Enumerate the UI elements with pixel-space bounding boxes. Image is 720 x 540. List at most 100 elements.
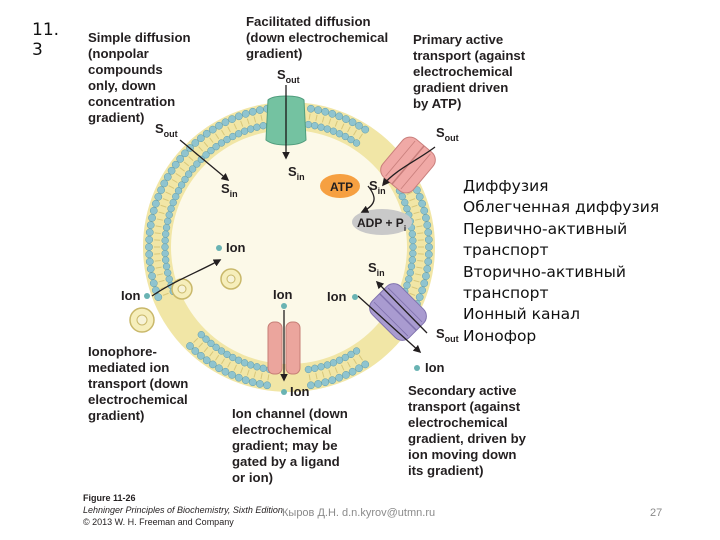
s-out-secondary: Sout [436, 326, 459, 344]
s-in-primary: Sin [369, 178, 386, 196]
lipid-head [253, 123, 261, 131]
ion-channel-protein [267, 321, 301, 375]
lipid-head [335, 112, 344, 121]
arrow-ionophore [151, 259, 222, 297]
lipid-head [202, 335, 210, 343]
lipid-tail [179, 167, 185, 172]
s-in-facilitated: Sin [288, 164, 305, 182]
lipid-head [181, 149, 189, 158]
lipid-head [221, 118, 230, 127]
lipid-head [202, 129, 211, 138]
ru-item: Облегченная диффузия [463, 198, 660, 217]
ru-item: транспорт [463, 284, 549, 303]
lipid-head [409, 236, 417, 245]
secondary-transporter-protein [369, 283, 427, 341]
lipid-tail [233, 123, 237, 130]
lipid-head [217, 347, 226, 355]
lipid-tail [165, 191, 172, 195]
ionophore-ring-inside [220, 268, 242, 290]
lipid-tail [353, 129, 357, 136]
lipid-head [197, 351, 205, 360]
lipid-tail [260, 373, 263, 380]
lipid-tail [334, 367, 338, 374]
ion-dot-secondary-in [352, 294, 358, 300]
arrow-primary-active [382, 146, 436, 187]
lipid-head [407, 262, 416, 271]
lipid-tail [203, 141, 209, 148]
lipid-head [263, 381, 271, 390]
lipid-head [328, 110, 337, 118]
lipid-head [317, 363, 325, 371]
label-secondary-active: Secondary active transport (against elec… [408, 383, 526, 478]
ru-item: Диффузия [463, 177, 549, 195]
ion-dot-ionophore-in [216, 245, 222, 251]
lipid-head [406, 269, 414, 277]
lipid-head [223, 135, 231, 144]
lipid-tail [409, 198, 416, 202]
lipid-head [314, 380, 322, 388]
lipid-head [256, 106, 264, 114]
lipid-head [197, 134, 205, 143]
lipid-head [197, 331, 205, 339]
lipid-head [405, 275, 413, 283]
lipid-head [215, 121, 223, 130]
lipid-tail [308, 113, 311, 120]
lipid-head [145, 235, 154, 244]
lipid-head [145, 257, 154, 266]
ru-item: Первично-активный [463, 219, 628, 238]
lipid-head [321, 378, 330, 387]
lipid-head [152, 199, 160, 208]
lipid-head [253, 363, 261, 371]
lipid-tail [193, 337, 199, 343]
lipid-head [348, 367, 357, 376]
lipid-head [304, 120, 313, 129]
lipid-head [193, 160, 201, 168]
lipid-head [145, 250, 154, 259]
lipid-head [167, 205, 175, 213]
lipid-head [208, 125, 217, 134]
lipid-tail [154, 232, 161, 235]
lipid-head [314, 106, 322, 114]
lipid-head [185, 170, 193, 178]
lipid-tail [253, 371, 257, 378]
ion-label-secondary-out: Ion [425, 360, 445, 375]
lipid-tail [240, 120, 244, 127]
lipid-tail [156, 218, 163, 221]
label-ion-channel: Ion channel (down electrochemical gradie… [232, 406, 348, 485]
lipid-tail [411, 204, 418, 208]
lipid-tail [415, 218, 422, 221]
lipid-head [256, 380, 264, 388]
lipid-tail [154, 259, 161, 262]
lipid-head [171, 160, 180, 169]
lipid-head [422, 214, 430, 222]
lipid-head [197, 155, 205, 163]
lipid-tail [209, 137, 214, 143]
ion-dot-channel-out [281, 389, 287, 395]
lipid-head [215, 364, 223, 373]
atp-label: ATP [330, 180, 353, 194]
lipid-head [202, 151, 210, 159]
lipid-head [202, 356, 211, 365]
lipid-tail [358, 133, 363, 140]
lipid-head [361, 125, 370, 134]
lipid-tail [215, 354, 220, 361]
lipid-tail [328, 369, 332, 376]
lipid-tail [417, 259, 424, 262]
lipid-tail [188, 156, 194, 162]
lipid-head [172, 192, 180, 201]
lipid-tail [315, 373, 318, 380]
lipid-tail [415, 273, 422, 276]
lipid-head [161, 243, 169, 251]
lipid-tail [221, 358, 225, 365]
lipid-head [186, 342, 194, 350]
lipid-tail [183, 161, 190, 167]
arrow-secondary-ion [357, 295, 422, 354]
lipid-head [228, 115, 236, 123]
s-in-secondary: Sin [368, 260, 385, 278]
lipid-tail [156, 273, 163, 276]
ru-item: транспорт [463, 241, 549, 260]
ion-dot-secondary-out [414, 365, 420, 371]
adp-label: ADP + Pi [357, 216, 406, 233]
lipid-head [355, 364, 363, 373]
lipid-head [311, 122, 319, 130]
